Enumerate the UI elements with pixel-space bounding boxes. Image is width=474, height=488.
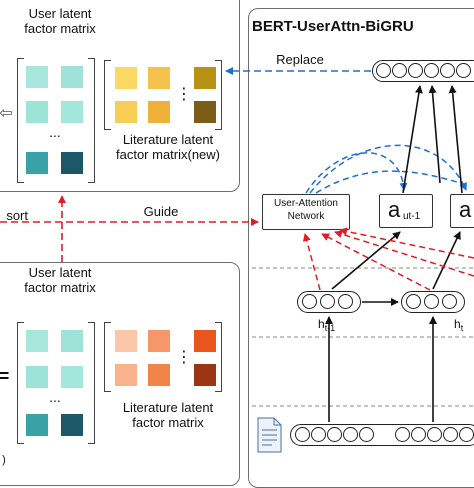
output-arrow	[402, 85, 423, 194]
hidden-state-next-subscript: t	[460, 323, 464, 333]
node-circle	[320, 294, 335, 309]
bottom-user-cell	[61, 330, 83, 352]
model-title: BERT-UserAttn-BiGRU	[252, 18, 414, 35]
user-attention-network: User-Attention Network	[262, 194, 350, 230]
bottom-user-bracket-left	[17, 322, 24, 444]
sort-label: sort	[6, 208, 28, 223]
top-user-cell	[26, 66, 48, 88]
node-circle	[392, 63, 407, 78]
bottom-user-bracket-right	[88, 322, 95, 444]
top-lit-bracket-left	[104, 60, 111, 130]
attention-weight-prev-subscript: ut-1	[403, 211, 421, 222]
bottom-user-cell	[26, 414, 48, 436]
top-user-bracket-left	[17, 58, 24, 183]
top-user-cell	[61, 152, 83, 174]
top-lit-cell	[194, 67, 216, 89]
output-node-chain	[372, 60, 474, 82]
node-circle	[443, 427, 458, 442]
node-circle	[359, 427, 374, 442]
guide-label: Guide	[143, 204, 179, 219]
hidden-state-prev-label: ht-1	[318, 317, 348, 334]
bottom-lit-bracket-left	[104, 322, 111, 392]
top-left-arrow-icon: ⇦	[0, 105, 13, 122]
node-circle	[411, 427, 426, 442]
hidden-to-attention-arrow	[321, 233, 431, 291]
attention-weight-next-symbol: a	[459, 197, 472, 222]
gru-node-prev	[297, 291, 361, 313]
node-circle	[376, 63, 391, 78]
hidden-state-next-label: ht	[454, 317, 474, 334]
top-user-cell	[26, 101, 48, 123]
node-circle	[440, 63, 455, 78]
node-circle	[456, 63, 471, 78]
layer-separators	[252, 267, 474, 407]
hidden-to-attention-arrow	[334, 230, 474, 277]
node-circle	[427, 427, 442, 442]
node-circle	[295, 427, 310, 442]
node-circle	[338, 294, 353, 309]
gru-to-attention-arrow	[331, 231, 401, 290]
hidden-state-prev-subscript: t-1	[324, 323, 336, 333]
gru-to-attention-arrow	[432, 231, 461, 290]
top-lit-cell	[148, 101, 170, 123]
output-arrow	[428, 85, 441, 184]
node-circle	[395, 427, 410, 442]
bottom-lit-cell	[115, 364, 137, 386]
bottom-lit-cell	[194, 330, 216, 352]
equals-sign: =	[0, 366, 10, 386]
node-circle	[327, 427, 342, 442]
attention-arc	[309, 144, 467, 194]
node-circle	[424, 63, 439, 78]
hidden-to-attention-arrow	[302, 233, 321, 291]
node-circle	[302, 294, 317, 309]
attention-weight-prev-symbol: a	[388, 197, 401, 222]
top-user-cell	[61, 66, 83, 88]
bottom-lit-ellipsis: ⋮	[176, 349, 192, 366]
bottom-user-ellipsis: ...	[49, 389, 61, 405]
top-lit-cell	[148, 67, 170, 89]
bottom-lit-bracket-right	[215, 322, 222, 392]
bottom-lit-cell	[148, 364, 170, 386]
bottom-lit-cell	[148, 330, 170, 352]
bottom-user-cell	[61, 366, 83, 388]
node-circle	[343, 427, 358, 442]
attention-arc	[315, 170, 471, 194]
node-circle	[311, 427, 326, 442]
output-arrow	[448, 85, 463, 194]
bottom-user-cell	[26, 330, 48, 352]
top-user-bracket-right	[88, 58, 95, 183]
top-lit-cell	[115, 67, 137, 89]
hidden-to-attention-arrow	[339, 227, 474, 259]
top-lit-ellipsis: ⋮	[176, 86, 192, 103]
node-circle	[406, 294, 421, 309]
attention-arc	[305, 152, 408, 194]
top-lit-cell	[115, 101, 137, 123]
bottom-lit-cell	[194, 364, 216, 386]
top-lit-matrix-label: Literature latent factor matrix(new)	[115, 132, 221, 163]
attention-weight-next: a	[450, 194, 474, 228]
node-circle	[408, 63, 423, 78]
connection-arrows	[0, 67, 474, 422]
bottom-user-matrix-label: User latent factor matrix	[24, 265, 96, 296]
attention-weight-prev: a ut-1	[379, 194, 433, 228]
bottom-corner-mark: )	[2, 454, 6, 466]
hidden-state-prev-symbol: h	[318, 317, 325, 331]
node-circle	[424, 294, 439, 309]
node-circle	[442, 294, 457, 309]
top-user-cell	[61, 101, 83, 123]
top-user-cell	[26, 152, 48, 174]
top-lit-bracket-right	[215, 60, 222, 130]
top-lit-cell	[194, 101, 216, 123]
user-attention-network-label: User-Attention Network	[274, 198, 338, 222]
bottom-user-cell	[26, 366, 48, 388]
bottom-user-cell	[61, 414, 83, 436]
bottom-lit-matrix-label: Literature latent factor matrix	[122, 400, 214, 431]
bottom-lit-cell	[115, 330, 137, 352]
top-user-matrix-label: User latent factor matrix	[24, 6, 96, 37]
hidden-state-next-symbol: h	[454, 317, 461, 331]
gru-node-next	[401, 291, 465, 313]
replace-label: Replace	[276, 52, 324, 67]
top-user-ellipsis: ...	[49, 124, 61, 140]
